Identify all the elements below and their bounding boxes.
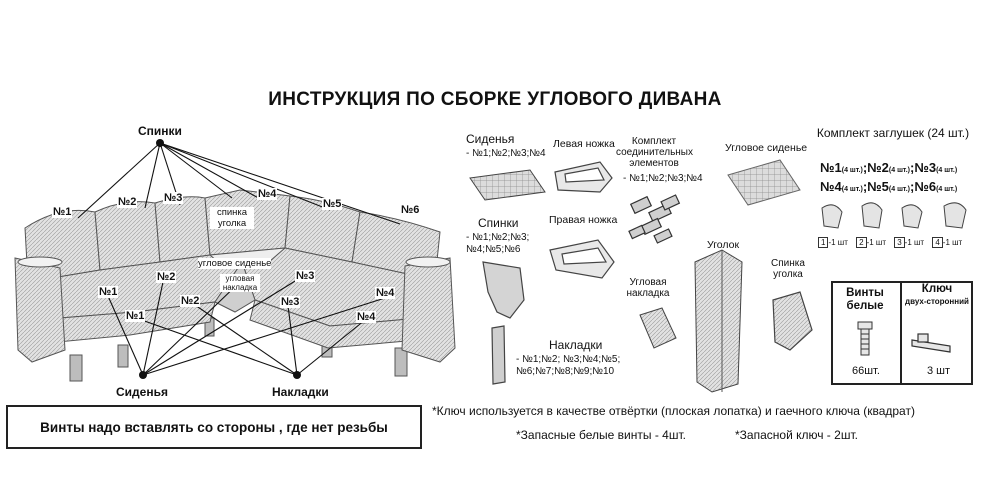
connector-set-illustration	[628, 194, 681, 244]
cover-num-4: №4	[356, 311, 377, 323]
cover-num-1: №1	[125, 310, 146, 322]
back-part-illustration	[482, 261, 525, 319]
corner-illustration	[694, 249, 743, 393]
seats-label: Сиденья	[116, 385, 168, 399]
back-num-5: №5	[322, 198, 343, 210]
fasteners-table-divider	[900, 281, 902, 383]
backs-part-label: Спинки	[478, 216, 519, 230]
cap-num-6: №6	[914, 179, 937, 194]
seat-num-1: №1	[98, 286, 119, 298]
seat-num-2: №2	[156, 271, 177, 283]
spare-key-note: *Запасной ключ - 2шт.	[735, 428, 858, 442]
backs-part-nums: - №1;№2;№3; №4;№5;№6	[466, 232, 530, 255]
corner-back-illustration	[772, 291, 813, 351]
corner-cover-illustration	[639, 307, 677, 349]
screws-qty: 66шт.	[852, 365, 880, 377]
caps-illustrations	[821, 202, 967, 229]
cap-num-3: №3	[914, 160, 937, 175]
covers-part-nums: - №1;№2; №3;№4;№5; №6;№7;№8;№9;№10	[516, 354, 621, 377]
page-title: ИНСТРУКЦИЯ ПО СБОРКЕ УГЛОВОГО ДИВАНА	[268, 89, 722, 110]
connectors-label: Комплект соединительных элементов	[616, 136, 693, 169]
cap-num-4: №4	[820, 179, 842, 194]
left-leg-illustration	[554, 161, 613, 193]
connectors-nums: - №1;№2;№3;№4	[623, 173, 703, 184]
right-leg-label: Правая ножка	[549, 214, 618, 226]
cover-num-2: №2	[180, 295, 201, 307]
seats-callout-dot	[139, 371, 147, 379]
caps-boxes-row: 1-1 шт 2-1 шт 3-1 шт 4-1 шт	[818, 237, 962, 248]
key-note: *Ключ используется в качестве отвёртки (…	[432, 404, 915, 418]
corner-seat-label: угловое сиденье	[198, 258, 272, 269]
screws-header: Винты белые	[846, 287, 884, 312]
key-header: Ключ	[921, 283, 953, 295]
right-leg-illustration	[549, 239, 615, 279]
corner-back-label: спинка уголка	[210, 207, 254, 229]
cap-num-5: №5	[867, 179, 889, 194]
cap-num-2: №2	[867, 160, 889, 175]
corner-cover-part-label: Угловая накладка	[626, 277, 670, 299]
seat-num-3: №3	[295, 270, 316, 282]
cover-num-3: №3	[280, 296, 301, 308]
screw-illustration	[857, 321, 873, 356]
corner-seat-illustration	[727, 159, 801, 206]
backs-callout-lines	[77, 142, 401, 225]
key-subheader: двух-сторонний	[905, 297, 969, 306]
covers-callout-lines	[135, 304, 366, 376]
corner-part-label: Уголок	[707, 239, 740, 251]
key-illustration	[911, 333, 951, 353]
caps-row-1: №1(4 шт.);№2(4 шт.);№3(4 шт.)	[820, 160, 958, 175]
seats-part-label: Сиденья	[466, 132, 515, 146]
corner-back-part-label: Спинка уголка	[771, 258, 805, 280]
covers-part-label: Накладки	[549, 338, 603, 352]
warning-box: Винты надо вставлять со стороны , где не…	[6, 405, 422, 449]
corner-seat-part-label: Угловое сиденье	[725, 142, 808, 154]
warning-text: Винты надо вставлять со стороны , где не…	[40, 419, 388, 435]
backs-label: Спинки	[138, 124, 182, 138]
back-num-1: №1	[52, 206, 73, 218]
back-num-2: №2	[117, 196, 138, 208]
caps-label: Комплект заглушек (24 шт.)	[816, 126, 970, 140]
backs-callout-dot	[156, 139, 164, 147]
key-qty: 3 шт	[927, 365, 951, 377]
covers-label: Накладки	[272, 385, 329, 399]
left-leg-label: Левая ножка	[553, 138, 615, 150]
spare-screws-note: *Запасные белые винты - 4шт.	[516, 428, 686, 442]
back-num-3: №3	[163, 192, 184, 204]
cap-num-1: №1	[820, 160, 842, 175]
corner-cover-label: угловая накладка	[220, 274, 260, 292]
back-num-4: №4	[257, 188, 278, 200]
back-num-6: №6	[400, 204, 421, 216]
caps-row-2: №4(4 шт.);№5(4 шт.);№6(4 шт.)	[820, 179, 958, 194]
covers-callout-dot	[293, 371, 301, 379]
seats-part-nums: - №1;№2;№3;№4	[466, 148, 546, 159]
seats-callout-lines	[107, 277, 386, 376]
cover-part-illustration	[491, 325, 506, 385]
seat-num-4: №4	[375, 287, 396, 299]
seat-part-illustration	[469, 169, 546, 201]
fasteners-table	[831, 281, 973, 385]
